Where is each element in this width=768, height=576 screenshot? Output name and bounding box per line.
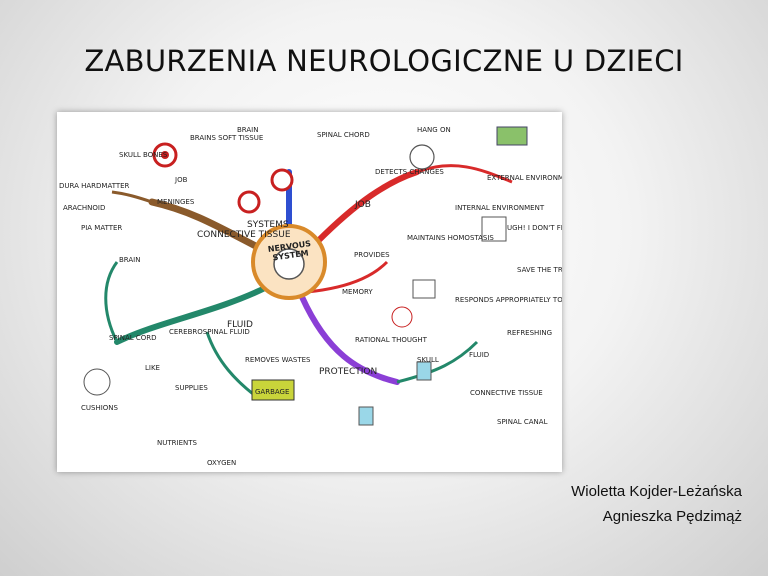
branch-fluid-right (396, 340, 479, 384)
label-connective-tissue-right: CONNECTIVE TISSUE (470, 389, 543, 397)
label-detects-changes: DETECTS CHANGES (375, 168, 444, 176)
slide-title: ZABURZENIA NEUROLOGICZNE U DZIECI (84, 44, 684, 78)
label-maintains-homostasis: MAINTAINS HOMOSTASIS (407, 234, 494, 242)
branch-detects (416, 164, 513, 184)
target-icon (270, 168, 294, 192)
label-pia-matter: PIA MATTER (81, 224, 122, 232)
label-like: LIKE (145, 364, 160, 372)
label-cerebrospinal-fluid: CEREBROSPINAL FLUID (169, 328, 250, 336)
scale-icon (412, 279, 436, 299)
mind-map-image: SKULL BONES BRAINS SOFT TISSUE JOB DURA … (57, 112, 562, 472)
branch-provides (306, 260, 389, 294)
trees-icon (496, 126, 528, 146)
label-spinal-cord: SPINAL CORD (109, 334, 157, 342)
branch-protection (299, 294, 400, 385)
label-responds: RESPONDS APPROPRIATELY TO CHANGE (455, 296, 562, 304)
label-cushions: CUSHIONS (81, 404, 119, 412)
label-removes-wastes: REMOVES WASTES (245, 356, 311, 364)
label-connective-tissue: CONNECTIVE TISSUE (197, 230, 291, 240)
label-memory: MEMORY (342, 288, 373, 296)
label-garbage: GARBAGE (255, 388, 289, 396)
label-fluid-right: FLUID (469, 351, 489, 359)
label-dura-matter: DURA HARDMATTER (59, 182, 130, 190)
label-meninges: MENINGES (157, 198, 195, 206)
garbage-truck-icon (251, 379, 295, 401)
sick-brain-icon (481, 216, 507, 242)
label-job: JOB (354, 200, 371, 210)
label-supplies: SUPPLIES (175, 384, 208, 392)
label-job-left: JOB (174, 176, 188, 184)
label-skull-bones: SKULL BONES (119, 151, 168, 159)
label-skull: SKULL (417, 356, 439, 364)
cushions-icon (83, 368, 111, 396)
label-systems: SYSTEMS (247, 220, 289, 230)
label-nutrients: NUTRIENTS (157, 439, 197, 447)
label-fluid: FLUID (227, 320, 253, 330)
label-ugh: UGH! I DON'T FEEL WELL (507, 224, 562, 232)
label-brains-soft-tissue: BRAINS SOFT TISSUE (190, 134, 263, 142)
mind-map-drawing: SKULL BONES BRAINS SOFT TISSUE JOB DURA … (59, 126, 562, 467)
center-brain-icon (273, 248, 305, 280)
label-refreshing: REFRESHING (507, 329, 552, 337)
target-icon (237, 190, 261, 214)
label-oxygen: OXYGEN (207, 459, 236, 467)
target-center-icon (161, 151, 169, 159)
label-internal-environment: INTERNAL ENVIRONMENT (455, 204, 545, 212)
shield-icon (416, 361, 432, 381)
branch-job (314, 169, 420, 245)
branch-meninges (111, 190, 153, 204)
label-provides: PROVIDES (354, 251, 390, 259)
no-symbol-icon (391, 306, 413, 328)
label-arachnoid: ARACHNOID (63, 204, 105, 212)
branch-fluid (114, 284, 270, 345)
author-2: Agnieszka Pędzimąż (602, 508, 742, 525)
label-save-trees: SAVE THE TREES (517, 266, 562, 274)
author-1: Wioletta Kojder-Leżańska (571, 483, 742, 500)
label-rational-thought: RATIONAL THOUGHT (355, 336, 428, 344)
label-protection: PROTECTION (319, 367, 377, 377)
label-external-environment: EXTERNAL ENVIRONMENT (487, 174, 562, 182)
label-spinal-chord: SPINAL CHORD (317, 131, 370, 139)
label-spinal-canal: SPINAL CANAL (497, 418, 548, 426)
branch-brain-left (104, 261, 119, 343)
branch-removes (205, 331, 258, 399)
label-brain-top: BRAIN (237, 126, 258, 134)
label-hang-on: HANG ON (417, 126, 451, 134)
brain-character-icon (409, 144, 435, 170)
label-brain-left: BRAIN (119, 256, 140, 264)
shield-icon (358, 406, 374, 426)
